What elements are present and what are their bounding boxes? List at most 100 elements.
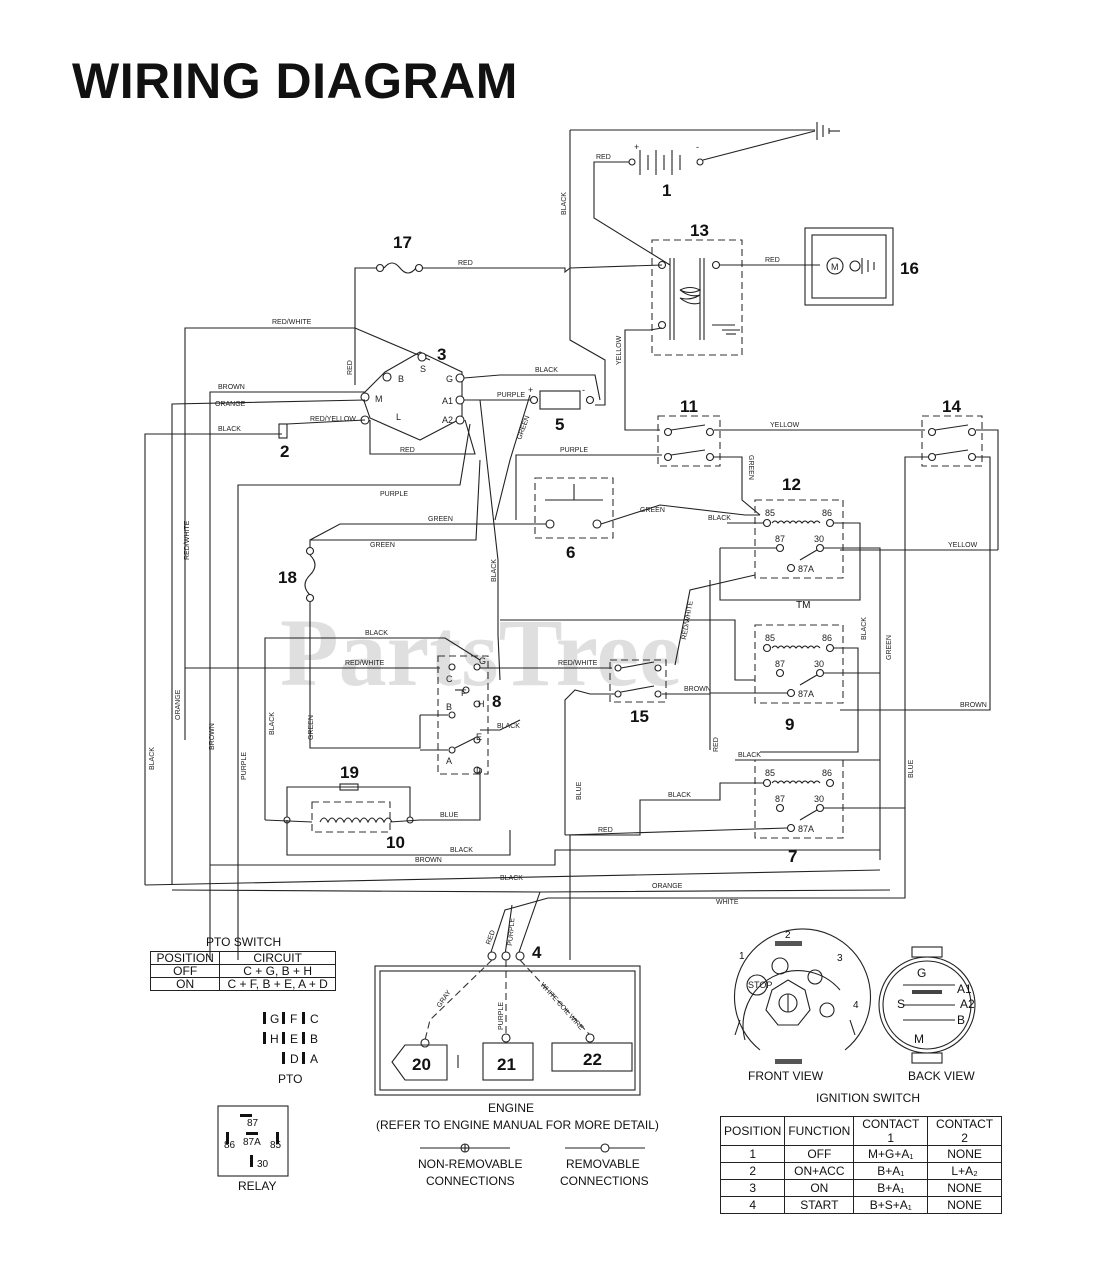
- svg-text:GREEN: GREEN: [308, 715, 315, 740]
- svg-text:BLACK: BLACK: [149, 747, 156, 770]
- svg-text:BLACK: BLACK: [861, 617, 868, 640]
- relay-legend: [217, 1105, 289, 1177]
- svg-text:85: 85: [270, 1140, 282, 1151]
- component-14: 14: [942, 397, 961, 416]
- svg-text:ORANGE: ORANGE: [175, 689, 182, 720]
- svg-text:BLUE: BLUE: [576, 781, 583, 800]
- component-7: 7: [788, 847, 797, 866]
- svg-text:B: B: [957, 1013, 965, 1027]
- pto-legend-label: PTO: [278, 1072, 302, 1086]
- svg-text:RED/YELLOW: RED/YELLOW: [310, 416, 356, 423]
- component-3: 3: [437, 345, 446, 364]
- component-13: 13: [690, 221, 709, 240]
- svg-text:BROWN: BROWN: [209, 723, 216, 750]
- svg-text:PURPLE: PURPLE: [497, 392, 525, 399]
- svg-text:GREEN: GREEN: [516, 415, 531, 441]
- svg-text:85: 85: [765, 633, 775, 643]
- svg-text:BROWN: BROWN: [960, 702, 987, 709]
- svg-text:RED: RED: [458, 260, 473, 267]
- switch-15: [609, 659, 667, 703]
- component-6: 6: [566, 543, 575, 562]
- svg-text:86: 86: [822, 633, 832, 643]
- svg-text:E: E: [476, 732, 482, 742]
- svg-text:G: G: [917, 966, 926, 980]
- component-12: 12: [782, 475, 801, 494]
- back-view-label: BACK VIEW: [908, 1069, 975, 1083]
- wire-purple: [237, 423, 471, 960]
- svg-text:86: 86: [224, 1140, 236, 1151]
- svg-text:30: 30: [814, 794, 824, 804]
- relay-12: [754, 499, 844, 579]
- svg-text:RED/WHITE: RED/WHITE: [184, 520, 191, 560]
- svg-text:30: 30: [814, 659, 824, 669]
- svg-text:PURPLE: PURPLE: [560, 447, 588, 454]
- svg-text:CONNECTIONS: CONNECTIONS: [560, 1174, 649, 1188]
- component-17: 17: [393, 233, 412, 252]
- svg-text:PURPLE: PURPLE: [507, 917, 516, 946]
- component-22: 22: [583, 1050, 602, 1069]
- component-9: 9: [785, 715, 794, 734]
- relay-legend-label: RELAY: [238, 1179, 276, 1193]
- svg-text:YELLOW: YELLOW: [948, 542, 978, 549]
- svg-text:G: G: [446, 374, 453, 384]
- pto-legend: G F C H E B D A PTO: [263, 1012, 319, 1086]
- svg-text:86: 86: [822, 508, 832, 518]
- svg-text:A2: A2: [442, 415, 453, 425]
- wire-red-white: [184, 327, 431, 740]
- svg-text:BLACK: BLACK: [497, 723, 520, 730]
- svg-text:GREEN: GREEN: [886, 635, 893, 660]
- svg-text:87A: 87A: [243, 1137, 261, 1148]
- svg-text:RED: RED: [713, 737, 720, 752]
- starter-solenoid: [651, 239, 743, 356]
- svg-text:A: A: [446, 756, 452, 766]
- svg-text:YELLOW: YELLOW: [616, 335, 623, 365]
- pto-switch-title: PTO SWITCH: [206, 935, 281, 949]
- ignition-back-view: G A1 S A2 B M: [878, 946, 976, 1064]
- svg-text:87A: 87A: [798, 564, 814, 574]
- svg-text:1: 1: [739, 951, 745, 962]
- svg-text:D: D: [290, 1052, 299, 1066]
- component-11: 11: [680, 397, 698, 416]
- brake-switch: [534, 477, 614, 539]
- svg-text:A2: A2: [960, 997, 975, 1011]
- svg-text:B: B: [310, 1032, 318, 1046]
- svg-text:BROWN: BROWN: [218, 384, 245, 391]
- svg-text:85: 85: [765, 508, 775, 518]
- svg-text:C: C: [446, 674, 453, 684]
- engine-label: ENGINE: [488, 1101, 534, 1115]
- svg-text:STOP: STOP: [748, 980, 772, 990]
- svg-text:87A: 87A: [798, 689, 814, 699]
- svg-text:S: S: [420, 364, 426, 374]
- engine-box: [374, 965, 641, 1096]
- svg-text:E: E: [290, 1032, 298, 1046]
- wire-orange: [171, 399, 366, 885]
- svg-text:86: 86: [822, 768, 832, 778]
- component-20: 20: [412, 1055, 431, 1074]
- svg-text:RED/WHITE: RED/WHITE: [345, 660, 385, 667]
- watermark-tm: TM: [796, 600, 810, 611]
- svg-text:BLACK: BLACK: [500, 875, 523, 882]
- svg-text:30: 30: [257, 1159, 269, 1170]
- svg-text:87: 87: [775, 534, 785, 544]
- seat-switch: [278, 423, 288, 439]
- svg-text:GREEN: GREEN: [428, 516, 453, 523]
- component-2: 2: [280, 442, 289, 461]
- svg-text:PURPLE: PURPLE: [498, 1002, 505, 1030]
- svg-text:A: A: [310, 1052, 318, 1066]
- svg-text:B: B: [398, 374, 404, 384]
- component-5: 5: [555, 415, 564, 434]
- svg-text:GREEN: GREEN: [370, 542, 395, 549]
- svg-text:PURPLE: PURPLE: [241, 752, 248, 780]
- svg-text:A1: A1: [957, 982, 972, 996]
- svg-text:BLACK: BLACK: [269, 712, 276, 735]
- svg-text:H: H: [478, 699, 485, 709]
- svg-text:M: M: [831, 262, 839, 272]
- svg-text:85: 85: [765, 768, 775, 778]
- svg-text:YELLOW: YELLOW: [770, 422, 800, 429]
- wire-brown: [209, 391, 365, 960]
- svg-text:87A: 87A: [798, 824, 814, 834]
- svg-text:BROWN: BROWN: [684, 686, 711, 693]
- engine-component-20: [391, 1044, 448, 1081]
- svg-text:F: F: [290, 1012, 297, 1026]
- svg-text:BLACK: BLACK: [561, 192, 568, 215]
